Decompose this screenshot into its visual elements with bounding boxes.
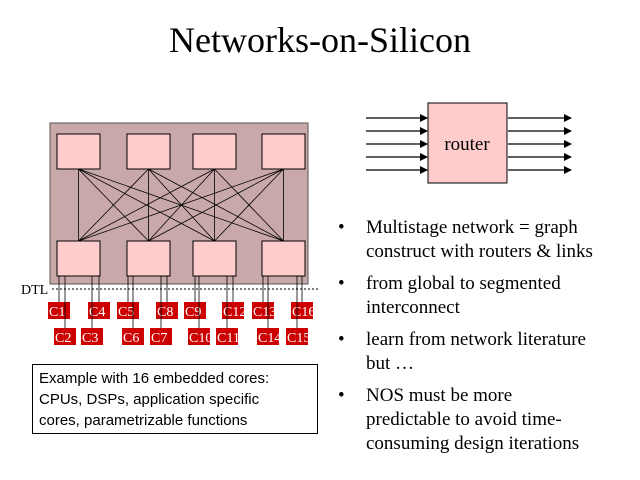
interconnect-link	[148, 168, 284, 242]
core-label: C12	[223, 305, 246, 320]
bullet-line: NOS must be more	[366, 385, 513, 406]
router-diagram: router	[366, 102, 572, 184]
core-box	[54, 328, 76, 345]
interconnect-link	[78, 168, 149, 242]
slide-title: Networks-on-Silicon	[169, 20, 471, 60]
bullet-list: • Multistage network = graph construct w…	[338, 216, 638, 464]
core-label: C14	[258, 331, 281, 346]
router-node-top	[126, 133, 171, 170]
core-box	[184, 302, 206, 319]
bullet-dot-icon: •	[338, 329, 345, 350]
bullet-item: • Multistage network = graph construct w…	[338, 216, 638, 264]
router-node-bottom	[192, 240, 237, 277]
core-box	[122, 328, 144, 345]
interconnect-link	[78, 168, 215, 242]
core-box	[291, 302, 313, 319]
bullet-item: • from global to segmented interconnect	[338, 272, 638, 320]
router-node-bottom	[126, 240, 171, 277]
core-box	[156, 302, 178, 319]
core-label: C8	[157, 305, 173, 320]
bullet-dot-icon: •	[338, 385, 345, 406]
core-box	[216, 328, 238, 345]
router-label: router	[444, 134, 490, 155]
bullet-line: Multistage network = graph	[366, 217, 578, 238]
core-box	[48, 302, 70, 319]
example-caption: Example with 16 embedded cores: CPUs, DS…	[32, 364, 318, 434]
dtl-label: DTL	[21, 283, 48, 298]
bullet-dot-icon: •	[338, 217, 345, 238]
bullet-item: • NOS must be more predictable to avoid …	[338, 384, 638, 456]
bullet-line: predictable to avoid time-	[366, 409, 562, 430]
core-label: C2	[55, 331, 71, 346]
core-box	[117, 302, 139, 319]
core-label: C10	[189, 331, 212, 346]
router-node-bottom	[261, 240, 306, 277]
core-label: C16	[292, 305, 315, 320]
router-node-bottom	[56, 240, 101, 277]
core-label: C3	[82, 331, 98, 346]
core-box	[150, 328, 172, 345]
core-label: C5	[118, 305, 134, 320]
bullet-item: • learn from network literature but …	[338, 328, 638, 376]
core-box	[222, 302, 244, 319]
bullet-line: consuming design iterations	[366, 433, 580, 454]
bullet-line: construct with routers & links	[366, 241, 593, 262]
router-box	[427, 102, 508, 184]
core-box	[257, 328, 279, 345]
core-label: C4	[89, 305, 105, 320]
core-label: C13	[253, 305, 276, 320]
caption-line: Example with 16 embedded cores:	[39, 370, 270, 387]
core-box	[188, 328, 210, 345]
bullet-line: but …	[366, 353, 415, 374]
core-box	[252, 302, 274, 319]
bullet-line: from global to segmented	[366, 273, 561, 294]
core-label: C15	[287, 331, 310, 346]
bullet-dot-icon: •	[338, 273, 345, 294]
interconnect-link	[78, 168, 284, 242]
core-label: C9	[185, 305, 201, 320]
router-node-top	[192, 133, 237, 170]
core-box	[81, 328, 103, 345]
interconnect-link	[214, 168, 284, 242]
core-label: C11	[217, 331, 240, 346]
router-node-top	[56, 133, 101, 170]
router-node-top	[261, 133, 306, 170]
core-label: C1	[49, 305, 65, 320]
core-label: C6	[123, 331, 139, 346]
caption-line: cores, parametrizable functions	[39, 412, 248, 429]
bullet-line: interconnect	[366, 297, 460, 318]
caption-line: CPUs, DSPs, application specific	[39, 391, 260, 408]
core-box	[88, 302, 110, 319]
bullet-line: learn from network literature	[366, 329, 586, 350]
core-box	[286, 328, 308, 345]
core-label: C7	[151, 331, 167, 346]
